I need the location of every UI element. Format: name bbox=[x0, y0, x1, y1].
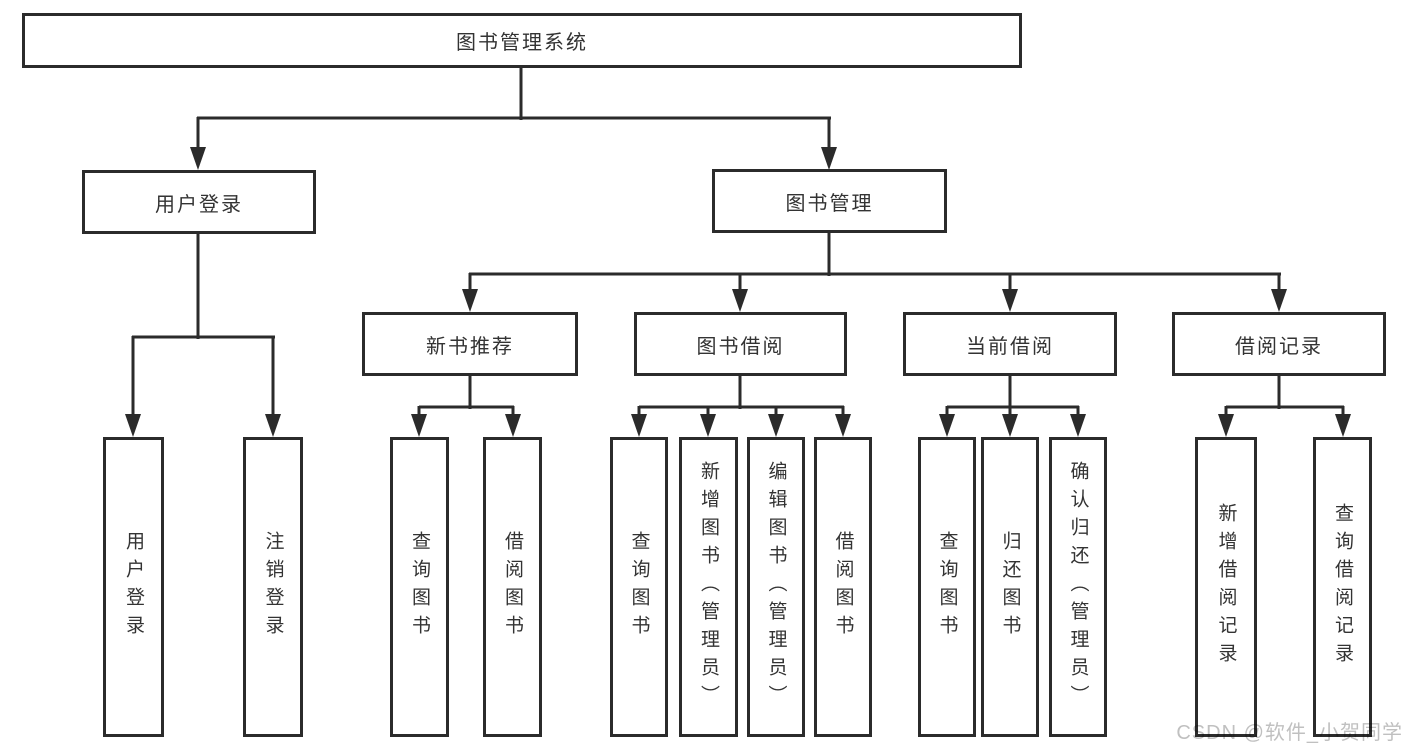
leaf-bb-query-books-label: 查询图书 bbox=[628, 531, 650, 643]
leaf-bb-edit-book-admin-label: 编辑图书（管理员） bbox=[765, 461, 787, 713]
leaf-bb-borrow-books: 借阅图书 bbox=[814, 437, 872, 737]
node-library-system-label: 图书管理系统 bbox=[456, 32, 588, 54]
leaf-cb-query-books: 查询图书 bbox=[918, 437, 976, 737]
leaf-br-add-record: 新增借阅记录 bbox=[1195, 437, 1257, 737]
node-new-book-recommend-label: 新书推荐 bbox=[426, 335, 514, 358]
leaf-br-query-record: 查询借阅记录 bbox=[1313, 437, 1372, 737]
leaf-user-login-label: 用户登录 bbox=[123, 531, 144, 643]
leaf-cb-return-books-label: 归还图书 bbox=[999, 531, 1021, 643]
node-borrowing-records-label: 借阅记录 bbox=[1235, 335, 1323, 358]
leaf-bb-query-books: 查询图书 bbox=[610, 437, 668, 737]
node-library-system: 图书管理系统 bbox=[22, 13, 1022, 68]
leaf-bb-add-book-admin: 新增图书（管理员） bbox=[679, 437, 738, 737]
leaf-cb-return-books: 归还图书 bbox=[981, 437, 1039, 737]
node-current-borrowing: 当前借阅 bbox=[903, 312, 1117, 376]
leaf-bb-borrow-books-label: 借阅图书 bbox=[832, 531, 854, 643]
leaf-logout-label: 注销登录 bbox=[262, 531, 284, 643]
node-current-borrowing-label: 当前借阅 bbox=[966, 335, 1054, 358]
node-book-management: 图书管理 bbox=[712, 169, 947, 233]
leaf-br-add-record-label: 新增借阅记录 bbox=[1215, 503, 1237, 671]
node-borrowing-records: 借阅记录 bbox=[1172, 312, 1386, 376]
node-new-book-recommend: 新书推荐 bbox=[362, 312, 578, 376]
leaf-bb-edit-book-admin: 编辑图书（管理员） bbox=[747, 437, 805, 737]
leaf-nbr-borrow-books: 借阅图书 bbox=[483, 437, 542, 737]
node-book-borrowing: 图书借阅 bbox=[634, 312, 847, 376]
node-user-login-label: 用户登录 bbox=[155, 193, 243, 216]
leaf-nbr-query-books: 查询图书 bbox=[390, 437, 449, 737]
node-book-borrowing-label: 图书借阅 bbox=[696, 335, 785, 358]
leaf-user-login: 用户登录 bbox=[103, 437, 164, 737]
leaf-bb-add-book-admin-label: 新增图书（管理员） bbox=[698, 461, 719, 713]
node-user-login: 用户登录 bbox=[82, 170, 316, 234]
leaf-cb-confirm-return-admin: 确认归还（管理员） bbox=[1049, 437, 1107, 737]
leaf-cb-query-books-label: 查询图书 bbox=[936, 531, 958, 643]
leaf-cb-confirm-return-admin-label: 确认归还（管理员） bbox=[1067, 461, 1089, 713]
leaf-nbr-query-books-label: 查询图书 bbox=[409, 531, 430, 643]
node-book-management-label: 图书管理 bbox=[785, 192, 874, 215]
csdn-watermark: CSDN @软件_小贺同学 bbox=[1176, 722, 1403, 744]
leaf-br-query-record-label: 查询借阅记录 bbox=[1332, 503, 1353, 671]
leaf-nbr-borrow-books-label: 借阅图书 bbox=[502, 531, 523, 643]
leaf-logout: 注销登录 bbox=[243, 437, 303, 737]
arrowhead-icons bbox=[125, 147, 1351, 437]
